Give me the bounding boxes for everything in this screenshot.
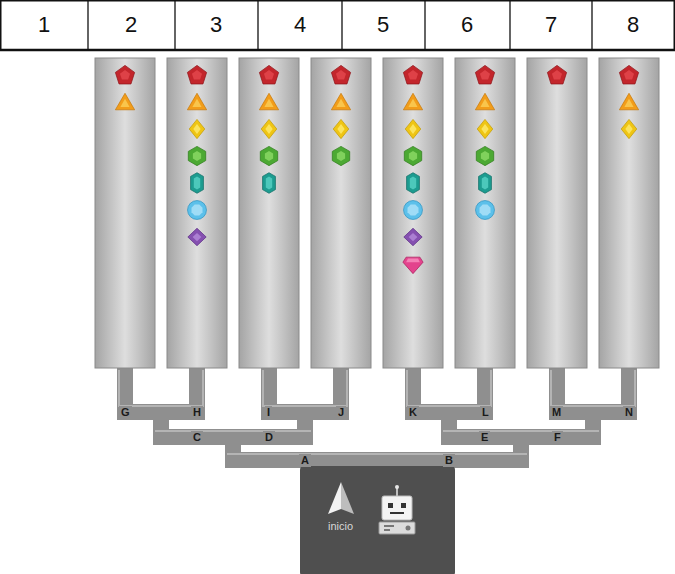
blue-gem [188, 201, 207, 220]
path-letter: N [623, 406, 635, 419]
header-frame [1, 1, 675, 50]
green-gem [332, 146, 349, 165]
blue-gem [476, 201, 495, 220]
column-number: 3 [210, 12, 222, 38]
teal-gem [191, 173, 204, 194]
path-letter: B [443, 454, 455, 467]
teal-gem [263, 173, 276, 194]
red-gem [115, 65, 134, 84]
green-gem [404, 146, 421, 165]
column-number: 8 [627, 12, 639, 38]
path-letter: C [191, 431, 203, 444]
yellow-gem [477, 119, 493, 138]
red-gem [475, 65, 494, 84]
green-gem [476, 146, 493, 165]
sail-logo [328, 482, 354, 514]
blue-gem [404, 201, 423, 220]
teal-gem [479, 173, 492, 194]
purple-gem [404, 228, 422, 245]
column-number: 5 [377, 12, 389, 38]
purple-gem [188, 228, 206, 245]
red-gem [187, 65, 206, 84]
path-letter: F [552, 431, 563, 444]
path-highlight [119, 370, 635, 454]
path-letter: D [263, 431, 275, 444]
column-number: 6 [461, 12, 473, 38]
column-number: 1 [38, 12, 50, 38]
yellow-gem [189, 119, 205, 138]
path-letter: E [479, 431, 490, 444]
orange-gem [331, 93, 350, 110]
path-letter: L [480, 406, 491, 419]
path-letter: K [407, 406, 419, 419]
yellow-gem [405, 119, 421, 138]
path-letter: I [265, 406, 272, 419]
header-rule [0, 49, 675, 52]
green-gem [260, 146, 277, 165]
path-letter: H [191, 406, 203, 419]
red-gem [331, 65, 350, 84]
yellow-gem [621, 119, 637, 138]
column-number: 7 [545, 12, 557, 38]
yellow-gem [333, 119, 349, 138]
orange-gem [187, 93, 206, 110]
gems [115, 65, 638, 273]
column-number: 4 [294, 12, 306, 38]
path-tree [125, 366, 629, 470]
path-letter: J [336, 406, 346, 419]
red-gem [547, 65, 566, 84]
path-letter: A [299, 454, 311, 467]
red-gem [259, 65, 278, 84]
gem-bars [95, 58, 659, 368]
robot-icon [379, 485, 415, 534]
pink-gem [403, 257, 423, 274]
start-label: inicio [328, 520, 353, 533]
green-gem [188, 146, 205, 165]
orange-gem [403, 93, 422, 110]
path-letter: M [550, 406, 563, 419]
header-dividers [88, 0, 592, 50]
orange-gem [475, 93, 494, 110]
teal-gem [407, 173, 420, 194]
orange-gem [619, 93, 638, 110]
red-gem [403, 65, 422, 84]
orange-gem [115, 93, 134, 110]
red-gem [619, 65, 638, 84]
yellow-gem [261, 119, 277, 138]
path-letter: G [119, 406, 132, 419]
orange-gem [259, 93, 278, 110]
column-number: 2 [125, 12, 137, 38]
start-base [300, 466, 455, 574]
start-box: inicio [300, 466, 455, 574]
